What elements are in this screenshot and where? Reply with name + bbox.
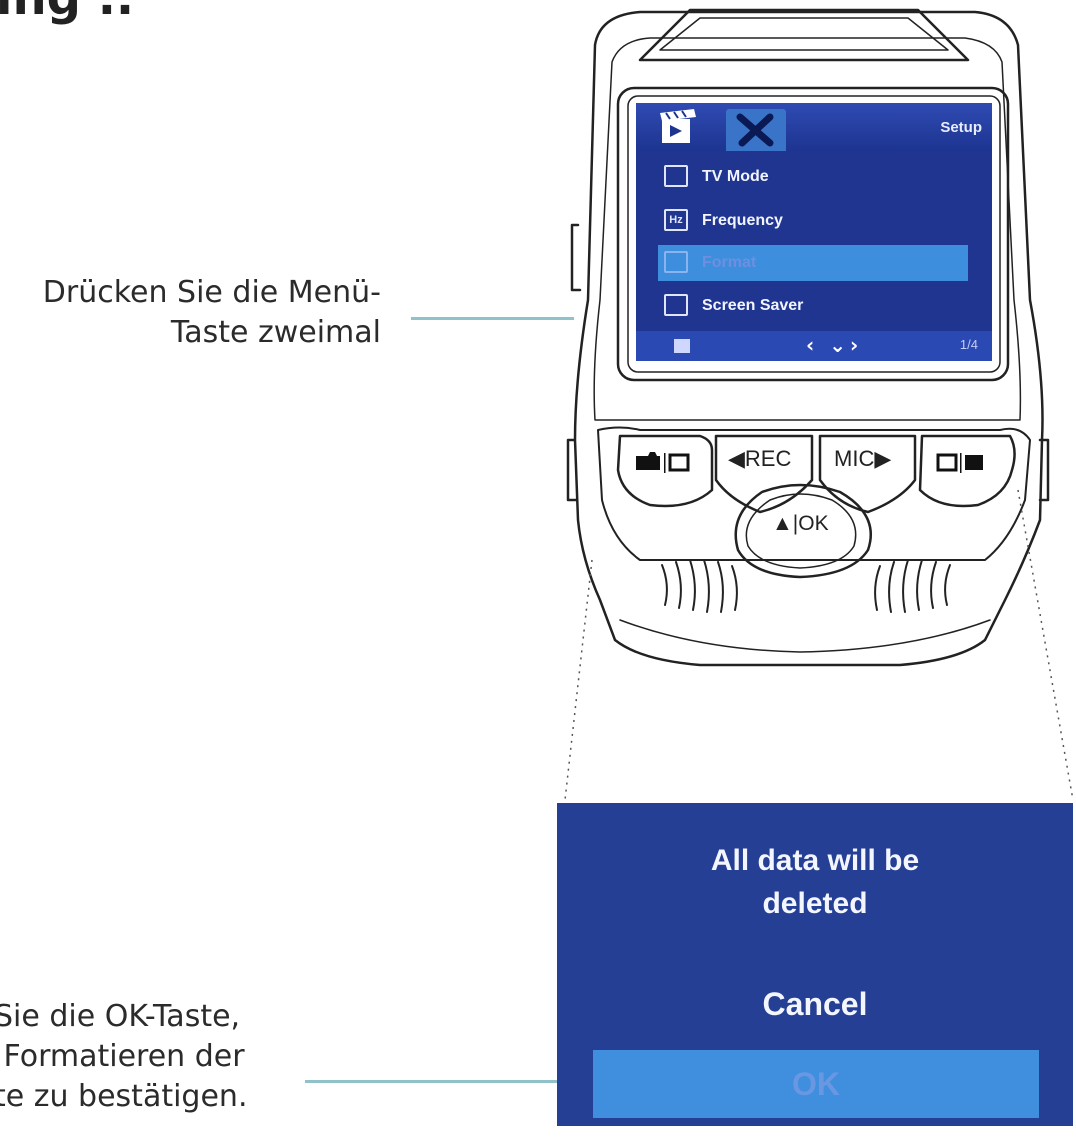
device-screen: Setup TV Mode Hz Frequency Format Screen…	[636, 103, 992, 361]
callout-menu-line-2: Taste zweimal	[170, 315, 381, 350]
rec-button-label: ◀REC	[728, 446, 792, 471]
screen-saver-icon	[664, 294, 688, 316]
menu-item-label: TV Mode	[702, 168, 769, 185]
format-icon	[664, 251, 688, 273]
navigation-arrows-icon: ‹ ⌄›	[806, 333, 863, 357]
page-indicator: 1/4	[959, 337, 978, 352]
leader-line-ok	[305, 1080, 638, 1083]
format-confirm-dialog: All data will be deleted Cancel OK	[557, 803, 1073, 1126]
mic-button	[818, 434, 917, 514]
back-icon[interactable]	[674, 339, 690, 353]
device-body-outline	[573, 10, 1044, 667]
menu-item-label: Screen Saver	[702, 297, 804, 314]
leader-line-menu	[411, 317, 574, 320]
menu-item-label: Format	[702, 254, 757, 271]
setup-tab[interactable]	[726, 109, 786, 151]
dialog-message: All data will be deleted	[710, 844, 920, 920]
playback-mode-button	[918, 434, 1016, 508]
screen-tab-bar	[636, 103, 992, 151]
menu-item-format[interactable]: Format	[658, 245, 968, 281]
screen-status-bar: ‹ ⌄› 1/4	[636, 331, 992, 361]
menu-item-frequency[interactable]: Hz Frequency	[658, 203, 968, 239]
callout-ok-line-2: Formatieren der	[0, 1039, 245, 1074]
tv-icon	[664, 165, 688, 187]
dialog-cancel-option[interactable]: Cancel	[762, 986, 868, 1022]
mount-top	[638, 8, 970, 62]
dashcam-illustration	[564, 8, 1074, 800]
menu-item-tv-mode[interactable]: TV Mode	[658, 159, 968, 195]
wrench-screwdriver-icon	[736, 113, 774, 147]
hz-icon: Hz	[664, 209, 688, 231]
callout-menu-button: Drücken Sie die Menü- Taste zweimal	[43, 273, 381, 353]
video-tab-icon[interactable]	[654, 109, 702, 147]
callout-menu-line-1: Drücken Sie die Menü-	[42, 275, 381, 310]
callout-ok-line-1: Sie die OK-Taste,	[0, 999, 241, 1034]
callout-ok-line-3: te zu bestätigen.	[0, 1079, 248, 1114]
callout-ok-button: Sie die OK-Taste, Formatieren der te zu …	[0, 997, 247, 1117]
menu-item-label: Frequency	[702, 212, 783, 229]
section-heading: ing ..	[0, 0, 134, 26]
photo-mode-button	[616, 434, 714, 508]
menu-item-screen-saver[interactable]: Screen Saver	[658, 288, 968, 324]
screen-title: Setup	[940, 119, 982, 136]
ok-button	[734, 483, 873, 579]
dialog-ok-option[interactable]: OK	[593, 1050, 1039, 1118]
mic-button-label: MIC▶	[834, 446, 892, 471]
ok-button-label: ▲|OK	[772, 512, 829, 535]
